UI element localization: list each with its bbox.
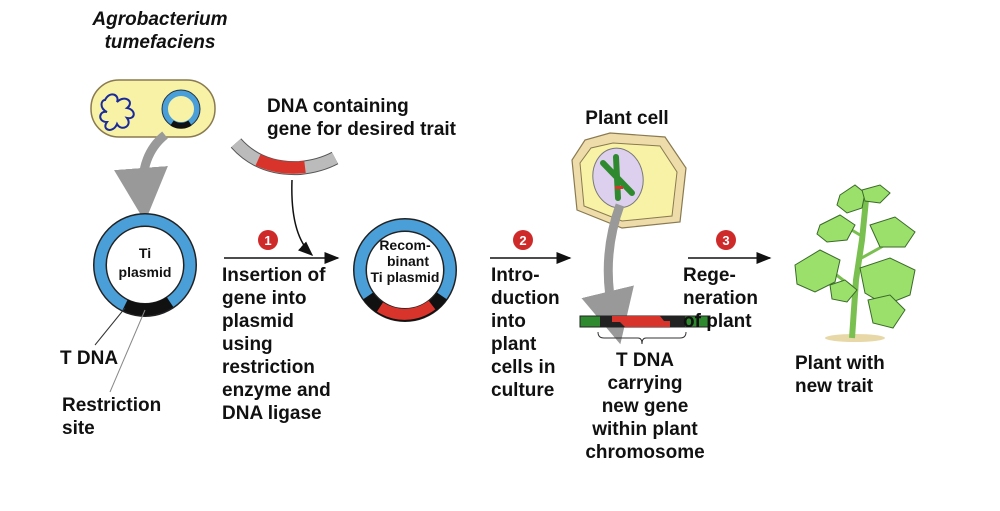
t-dna-result-line: chromosome — [585, 442, 704, 463]
step-3-line: of plant — [683, 311, 752, 332]
step-2-line: plant — [491, 334, 537, 355]
step-1-text: Insertion of gene into plasmid using res… — [222, 265, 331, 424]
step-1-badge — [258, 230, 278, 250]
t-dna-in-chromosome — [579, 315, 711, 328]
step-3-text: Rege- neration of plant — [683, 265, 758, 332]
integration-arrow — [581, 203, 634, 345]
step-3-badge — [716, 230, 736, 250]
ti-plasmid-label: Ti — [139, 245, 151, 261]
restriction-site-label-2: site — [62, 418, 95, 439]
step-2-number: 2 — [519, 233, 526, 248]
t-dna-result-line: within plant — [591, 419, 698, 440]
step-2-line: Intro- — [491, 265, 540, 286]
t-dna-leader — [94, 307, 126, 346]
step-1-line: DNA ligase — [222, 403, 322, 424]
step-1-line: enzyme and — [222, 380, 331, 401]
donor-dna-label-2: gene for desired trait — [267, 119, 457, 140]
t-dna-label: T DNA — [60, 348, 118, 369]
donor-dna-fragment — [230, 138, 339, 176]
plant-cell-title: Plant cell — [585, 108, 668, 129]
step-2-text: Intro- duction into plant cells in cultu… — [491, 265, 560, 401]
plant-cell — [571, 132, 687, 229]
plant-label: Plant with — [795, 353, 885, 374]
step-1-line: using — [222, 334, 273, 355]
recombinant-label: Recom- — [379, 237, 431, 253]
step-2-line: cells in — [491, 357, 555, 378]
recombinant-plasmid — [353, 218, 457, 322]
step-1-line: gene into — [222, 288, 306, 309]
step-3-line: Rege- — [683, 265, 736, 286]
step-2-line: into — [491, 311, 526, 332]
insert-arrow — [291, 179, 314, 257]
restriction-site-label: Restriction — [62, 395, 161, 416]
recombinant-label-3: Ti plasmid — [371, 269, 440, 285]
restriction-site-leader — [109, 309, 146, 393]
bacterium-title: Agrobacterium — [91, 9, 227, 30]
step-1-line: Insertion of — [222, 265, 326, 286]
plant-illustration — [794, 184, 916, 342]
plant-label-2: new trait — [795, 376, 874, 397]
step-2-line: culture — [491, 380, 554, 401]
t-dna-result-text: T DNA carrying new gene within plant chr… — [585, 350, 704, 463]
t-dna-result-line: new gene — [602, 396, 689, 417]
step-3-number: 3 — [722, 233, 729, 248]
ti-plasmid-label-2: plasmid — [119, 264, 172, 280]
step-1-number: 1 — [264, 233, 271, 248]
recombinant-label-2: binant — [387, 253, 429, 269]
step-2-badge — [513, 230, 533, 250]
extract-arrow — [114, 131, 168, 222]
t-dna-result-line: T DNA — [616, 350, 674, 371]
bacterium-cell — [90, 79, 216, 138]
t-dna-brace — [597, 331, 687, 345]
step-1-line: plasmid — [222, 311, 294, 332]
t-dna-result-line: carrying — [608, 373, 683, 394]
step-3-line: neration — [683, 288, 758, 309]
bacterium-title-2: tumefaciens — [105, 32, 216, 53]
donor-dna-label: DNA containing — [267, 96, 409, 117]
step-2-line: duction — [491, 288, 560, 309]
step-1-line: restriction — [222, 357, 315, 378]
